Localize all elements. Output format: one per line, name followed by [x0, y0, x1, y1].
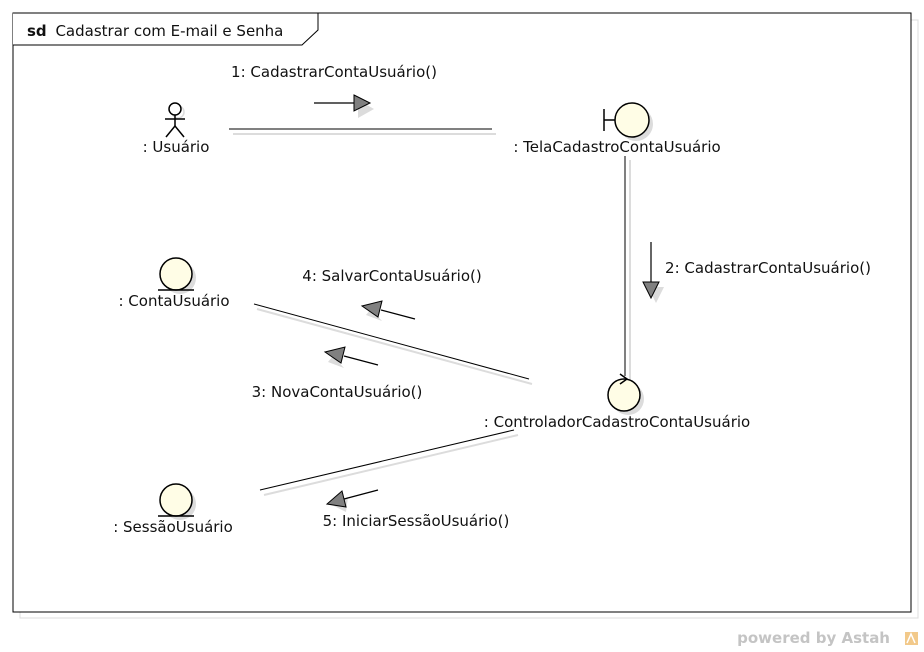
link-controlador-conta [253, 303, 530, 380]
watermark-text: powered by Astah [737, 629, 890, 647]
message-label-3: 3: NovaContaUsuário() [252, 383, 423, 401]
boundary-icon [603, 102, 653, 141]
frame-title-text: Cadastrar com E-mail e Senha [55, 22, 283, 40]
astah-logo: powered by Astah [737, 629, 918, 647]
links [229, 128, 631, 496]
frame-tab [13, 12, 319, 46]
message-arrow-4 [360, 300, 416, 321]
lifeline-label-controlador: : ControladorCadastroContaUsuário [484, 413, 750, 431]
message-arrow-3 [323, 346, 379, 368]
message-label-2: 2: CadastrarContaUsuário() [665, 259, 871, 277]
control-icon [607, 373, 644, 415]
message-label-4: 4: SalvarContaUsuário() [302, 267, 481, 285]
entity-icon-conta [158, 257, 196, 294]
message-label-1: 1: CadastrarContaUsuário() [231, 63, 437, 81]
message-arrow-2 [642, 242, 664, 303]
frame-title: sd Cadastrar com E-mail e Senha [27, 22, 283, 40]
link-controlador-sessao [259, 429, 515, 491]
lifeline-label-tela: : TelaCadastroContaUsuário [513, 138, 720, 156]
frame-keyword: sd [27, 22, 47, 40]
message-arrow-1 [314, 94, 374, 118]
lifeline-label-conta: : ContaUsuário [118, 292, 229, 310]
message-label-5: 5: IniciarSessãoUsuário() [323, 512, 510, 530]
message-arrow-5 [325, 489, 379, 512]
lifeline-label-usuario: : Usuário [143, 138, 210, 156]
actor-icon [165, 102, 185, 138]
entity-icon-sessao [158, 483, 196, 520]
diagram-frame: sd Cadastrar com E-mail e Senha [12, 12, 919, 619]
lifeline-label-sessao: : SessãoUsuário [113, 518, 233, 536]
